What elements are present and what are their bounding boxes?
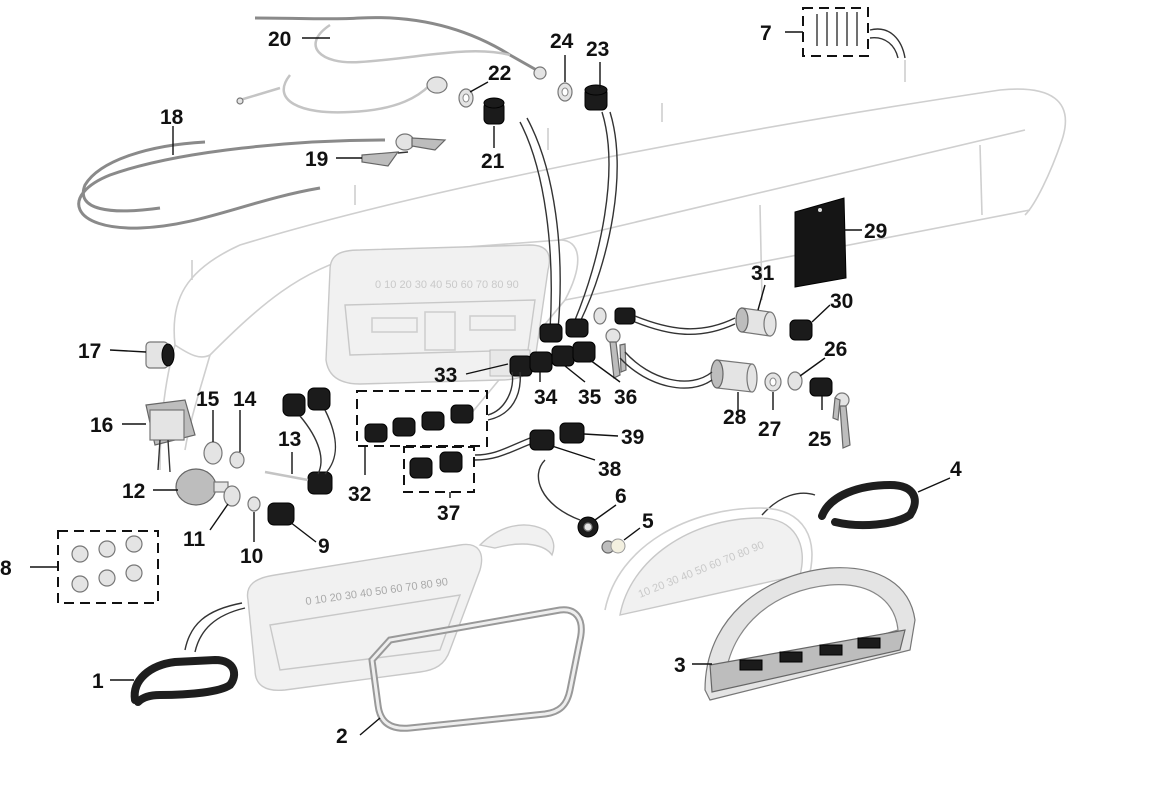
callout-23: 23: [586, 38, 609, 61]
callout-5: 5: [642, 510, 654, 533]
ignition-switch-28: [710, 359, 758, 393]
bulb-5: [601, 538, 626, 554]
knob-21: [483, 97, 505, 125]
knob-30: [789, 319, 813, 341]
knob-39: [559, 422, 585, 444]
dash-gauge-scale: 0 10 20 30 40 50 60 70 80 90: [375, 279, 519, 291]
callout-12: 12: [122, 480, 145, 503]
callout-19: 19: [305, 148, 328, 171]
lock-25: [809, 377, 851, 449]
callout-39: 39: [621, 426, 644, 449]
callout-30: 30: [830, 290, 853, 313]
callout-35: 35: [578, 386, 602, 409]
callout-8: 8: [0, 557, 12, 580]
socket-6: [537, 459, 599, 538]
knob-23: [584, 84, 608, 111]
dash-cluster-ghost: 0 10 20 30 40 50 60 70 80 90: [325, 244, 551, 385]
callout-17: 17: [78, 340, 101, 363]
callout-14: 14: [233, 388, 257, 411]
switch-12: [175, 468, 229, 506]
washer-27: [764, 372, 782, 392]
callout-9: 9: [318, 535, 330, 558]
callout-21: 21: [481, 150, 505, 173]
callout-22: 22: [488, 62, 511, 85]
callout-37: 37: [437, 502, 460, 525]
leader-lines: [30, 31, 951, 736]
callout-18: 18: [160, 106, 184, 129]
bezel-26: [787, 371, 803, 391]
callout-34: 34: [534, 386, 558, 409]
bezel-22: [458, 88, 474, 108]
knob-set-37: [403, 446, 475, 493]
callout-26: 26: [824, 338, 847, 361]
seal-4: [818, 480, 919, 530]
callout-10: 10: [240, 545, 263, 568]
callout-29: 29: [864, 220, 887, 243]
cigar-lighter-17: [145, 341, 175, 369]
callout-16: 16: [90, 414, 113, 437]
callout-33: 33: [434, 364, 457, 387]
cluster-housing-3: [704, 567, 916, 701]
screw-set-7: [802, 7, 906, 59]
switch-knobs-33-36: [489, 307, 636, 377]
lock-cylinder-31: [735, 307, 777, 337]
seal-1: [130, 655, 239, 706]
knob-38: [529, 429, 555, 451]
callout-38: 38: [598, 458, 622, 481]
callout-24: 24: [550, 30, 574, 53]
callout-13: 13: [278, 428, 301, 451]
throttle-cable: [77, 133, 447, 230]
callout-7: 7: [760, 22, 772, 45]
bezel-15: [203, 441, 223, 465]
callout-28: 28: [723, 406, 747, 429]
callout-4: 4: [950, 458, 962, 481]
callout-36: 36: [614, 386, 637, 409]
knob-9: [267, 502, 295, 526]
dashboard-outline: [159, 60, 1067, 471]
callout-6: 6: [615, 485, 627, 508]
callout-15: 15: [196, 388, 220, 411]
nut-set-8: [57, 530, 159, 604]
switch-16: [145, 399, 196, 473]
knob-pair-13: [264, 387, 333, 495]
cluster-lens: 0 10 20 30 40 50 60 70 80 90: [246, 524, 555, 692]
washer-11: [223, 485, 241, 507]
callout-labels: 1 2 3 4 5 6 7 8 9 10 11 12 13 14 15 16 1…: [0, 22, 962, 748]
callout-27: 27: [758, 418, 781, 441]
callout-2: 2: [336, 725, 348, 748]
callout-31: 31: [751, 262, 775, 285]
key-pair-center: [605, 328, 627, 379]
bezel-24: [557, 82, 573, 102]
cable-knob-19: [361, 151, 409, 167]
plate-29: [794, 197, 847, 288]
nut-10: [247, 496, 261, 512]
nut-14: [229, 451, 245, 469]
callout-11: 11: [183, 528, 206, 551]
callout-1: 1: [92, 670, 104, 693]
choke-cable: [236, 16, 547, 114]
callout-25: 25: [808, 428, 832, 451]
callout-20: 20: [268, 28, 291, 51]
knob-set-32: [356, 390, 488, 447]
callout-3: 3: [674, 654, 686, 677]
gasket-2: [368, 606, 585, 732]
callout-32: 32: [348, 483, 371, 506]
